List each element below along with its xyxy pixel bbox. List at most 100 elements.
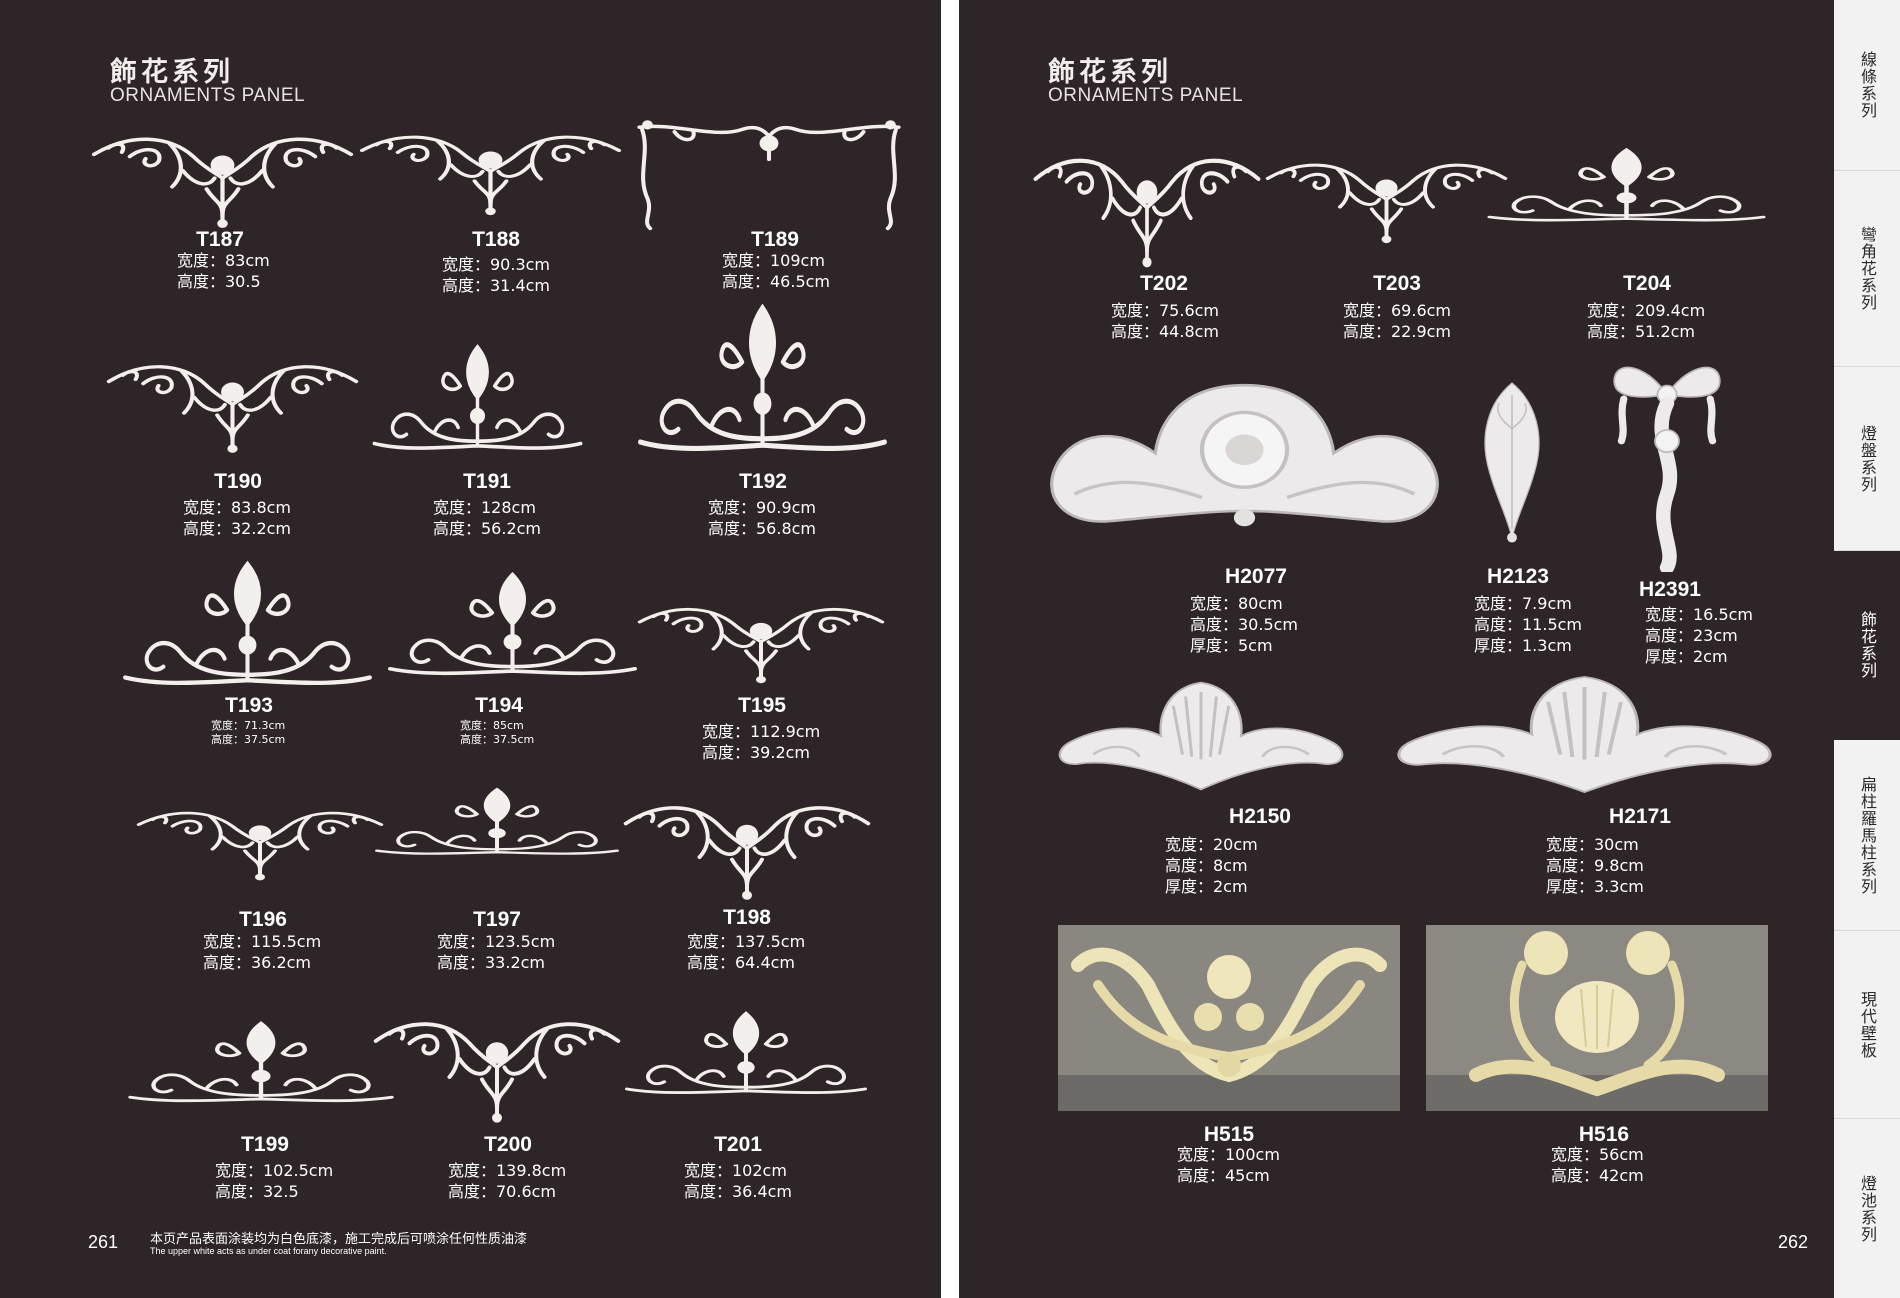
ornament-image xyxy=(636,595,886,685)
width-spec: 宽度：30cm xyxy=(1546,835,1639,854)
height-spec: 高度：11.5cm xyxy=(1474,615,1583,634)
product-code: H2150 xyxy=(1229,805,1291,828)
tab-label: 現代壁板 xyxy=(1858,990,1877,1059)
depth-spec: 厚度：2cm xyxy=(1645,647,1728,666)
tab-label: 飾花系列 xyxy=(1858,611,1877,679)
height-spec: 高度：23cm xyxy=(1645,626,1738,645)
page-title-en: ORNAMENTS PANEL xyxy=(110,85,306,106)
product-photo xyxy=(1426,925,1768,1111)
ornament-image xyxy=(1032,375,1457,545)
ornament-image xyxy=(135,800,385,882)
tab-label: 燈盤系列 xyxy=(1858,424,1877,493)
height-spec: 高度：36.2cm xyxy=(203,953,312,972)
height-spec: 高度：31.4cm xyxy=(442,276,551,295)
width-spec: 宽度：115.5cm xyxy=(203,932,322,951)
product-code: T195 xyxy=(738,694,786,717)
tab-ceiling-medallions[interactable]: 燈盤系列 xyxy=(1834,367,1900,551)
tab-ceiling-recess[interactable]: 燈池系列 xyxy=(1834,1119,1900,1298)
product-code: H515 xyxy=(1203,1123,1255,1146)
footnote-en: The upper white acts as under coat foran… xyxy=(150,1246,387,1256)
height-spec: 高度：32.2cm xyxy=(183,519,292,538)
product-code: T204 xyxy=(1623,272,1671,295)
product-code: T191 xyxy=(463,470,511,493)
ornament-image xyxy=(1607,350,1727,572)
ornament-image xyxy=(622,1008,870,1098)
height-spec: 高度：56.8cm xyxy=(708,519,817,538)
product-code: T197 xyxy=(473,908,521,931)
product-code: T199 xyxy=(241,1133,289,1156)
tab-ornaments[interactable]: 飾花系列 xyxy=(1834,551,1900,740)
height-spec: 高度：37.5cm xyxy=(460,733,535,746)
product-code: T190 xyxy=(214,470,262,493)
width-spec: 宽度：100cm xyxy=(1177,1145,1280,1164)
ornament-image xyxy=(1264,150,1509,245)
tab-label: 線條系列 xyxy=(1858,51,1877,119)
page-title-cn: 飾花系列 xyxy=(1048,57,1172,88)
width-spec: 宽度：83.8cm xyxy=(183,498,292,517)
height-spec: 高度：44.8cm xyxy=(1111,322,1220,341)
product-code: T189 xyxy=(751,228,799,251)
page-title-en: ORNAMENTS PANEL xyxy=(1048,85,1244,106)
ornament-image xyxy=(635,298,890,458)
product-photo xyxy=(1058,925,1400,1111)
tab-label: 扁柱羅馬柱系列 xyxy=(1858,775,1877,895)
height-spec: 高度：30.5cm xyxy=(1190,615,1299,634)
ornament-image xyxy=(634,118,904,233)
width-spec: 宽度：90.9cm xyxy=(708,498,817,517)
ornament-image xyxy=(105,350,360,455)
product-code: T194 xyxy=(475,694,523,717)
depth-spec: 厚度：5cm xyxy=(1190,636,1273,655)
width-spec: 宽度：109cm xyxy=(722,251,825,270)
tab-corner-flowers[interactable]: 彎角花系列 xyxy=(1834,171,1900,367)
product-specs: 宽度：115.5cm 高度：36.2cm xyxy=(203,931,321,973)
width-spec: 宽度：139.8cm xyxy=(448,1161,567,1180)
page-title-cn: 飾花系列 xyxy=(110,57,234,88)
ornament-image xyxy=(1484,145,1769,225)
product-code: T196 xyxy=(239,908,287,931)
product-specs: 宽度：16.5cm 高度：23cm 厚度：2cm xyxy=(1645,604,1753,667)
ornament-image xyxy=(1471,378,1553,546)
product-code: T202 xyxy=(1140,272,1188,295)
height-spec: 高度：32.5 xyxy=(215,1182,299,1201)
ornament-image xyxy=(125,1018,397,1106)
page-number: 262 xyxy=(1778,1232,1809,1252)
ornament-image xyxy=(372,785,622,858)
width-spec: 宽度：16.5cm xyxy=(1645,605,1754,624)
tab-lines[interactable]: 線條系列 xyxy=(1834,0,1900,171)
footnote-cn: 本页产品表面涂装均为白色底漆，施工完成后可喷涂任何性质油漆 xyxy=(150,1232,528,1247)
tab-label: 彎角花系列 xyxy=(1858,226,1877,311)
product-code: H2171 xyxy=(1609,805,1671,828)
ornament-image xyxy=(90,122,355,230)
tab-pilasters-columns[interactable]: 扁柱羅馬柱系列 xyxy=(1834,740,1900,931)
ornament-image xyxy=(1032,140,1262,270)
width-spec: 宽度：71.3cm xyxy=(211,719,286,732)
product-code: H516 xyxy=(1578,1123,1630,1146)
product-code: T192 xyxy=(739,470,787,493)
depth-spec: 厚度：2cm xyxy=(1165,877,1248,896)
height-spec: 高度：37.5cm xyxy=(211,733,286,746)
width-spec: 宽度：112.9cm xyxy=(702,722,821,741)
product-code: T198 xyxy=(723,906,771,929)
depth-spec: 厚度：3.3cm xyxy=(1546,877,1644,896)
tab-modern-panels[interactable]: 現代壁板 xyxy=(1834,931,1900,1119)
product-code: T203 xyxy=(1373,272,1421,295)
depth-spec: 厚度：1.3cm xyxy=(1474,636,1572,655)
product-code: H2391 xyxy=(1639,578,1701,601)
